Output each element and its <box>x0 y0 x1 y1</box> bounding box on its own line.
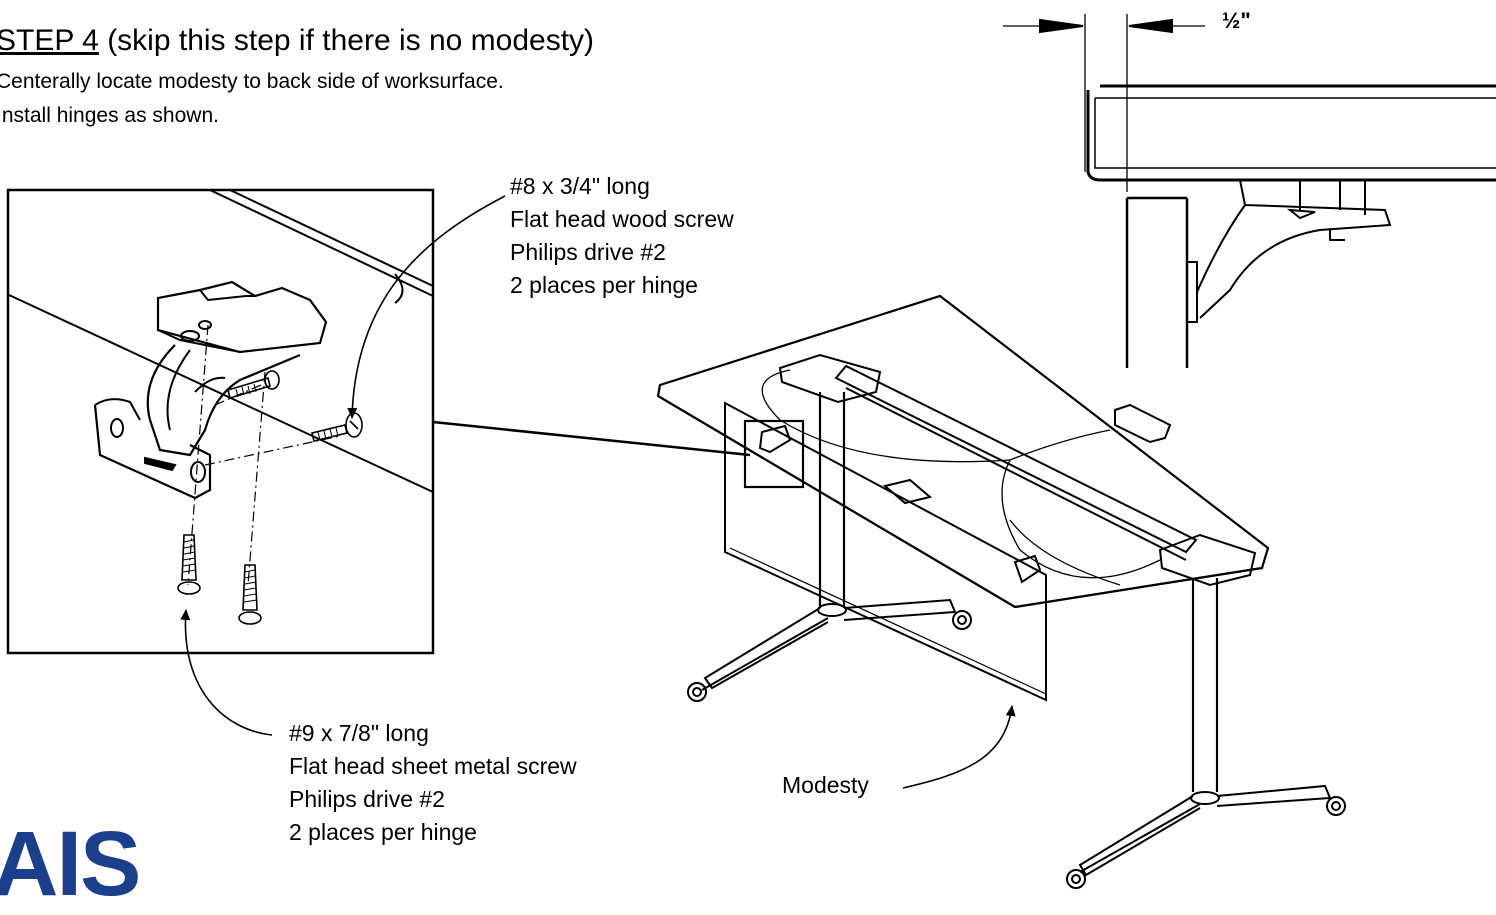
step-heading: STEP 4 (skip this step if there is no mo… <box>0 24 594 59</box>
wood-screw-callout: #8 x 3/4" long Flat head wood screw Phil… <box>510 170 734 302</box>
wood-screw-line-1: #8 x 3/4" long <box>510 173 650 199</box>
gap-dimension-label: ½" <box>1222 8 1251 33</box>
metal-screw-line-3: Philips drive #2 <box>289 786 445 812</box>
inset-leader-line <box>432 420 751 457</box>
wood-screw-line-3: Philips drive #2 <box>510 239 666 265</box>
assembly-drawing <box>6 14 1496 889</box>
wood-screw-line-4: 2 places per hinge <box>510 272 698 298</box>
instruction-line-2: Install hinges as shown. <box>0 104 219 127</box>
gap-dimension-detail <box>1003 14 1496 368</box>
brand-logo: AIS <box>0 813 141 915</box>
metal-screw-line-1: #9 x 7/8" long <box>289 720 429 746</box>
metal-screw-line-2: Flat head sheet metal screw <box>289 753 577 779</box>
hinge-detail-inset <box>6 188 435 655</box>
step-note: (skip this step if there is no modesty) <box>107 24 595 57</box>
metal-screw-callout: #9 x 7/8" long Flat head sheet metal scr… <box>289 717 577 849</box>
table-illustration <box>656 294 1346 889</box>
wood-screw-line-2: Flat head wood screw <box>510 206 734 232</box>
modesty-arrow <box>902 705 1016 789</box>
modesty-label: Modesty <box>782 772 869 798</box>
metal-screw-line-4: 2 places per hinge <box>289 819 477 845</box>
metal-screw-arrow <box>180 609 273 736</box>
instruction-line-1: Centerally locate modesty to back side o… <box>0 70 504 93</box>
step-number: STEP 4 <box>0 24 99 57</box>
wood-screw-arrow <box>347 195 506 419</box>
